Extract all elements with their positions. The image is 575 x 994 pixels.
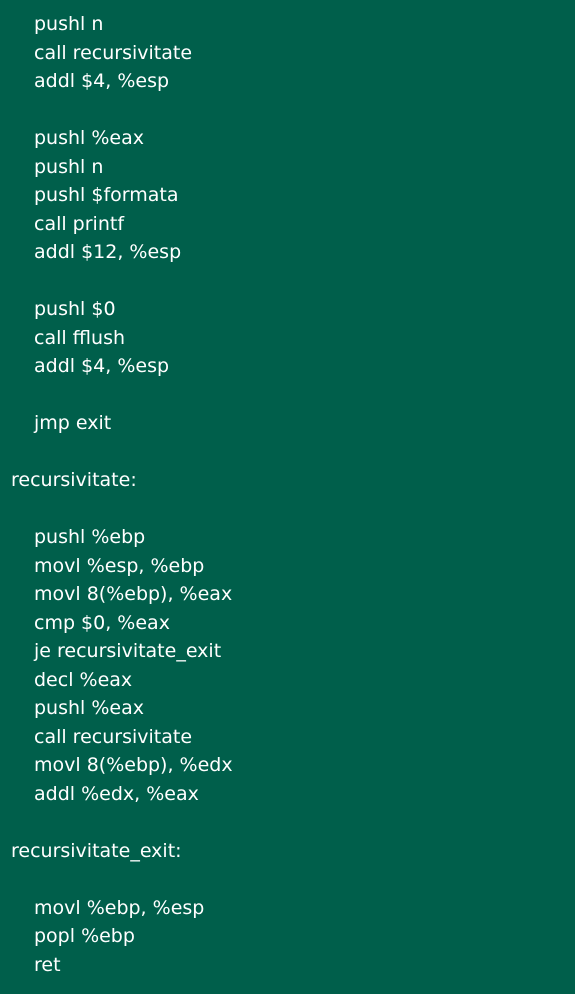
blank-line	[0, 381, 34, 410]
code-instruction-line: pushl %eax	[34, 127, 144, 149]
blank-line	[0, 495, 34, 524]
blank-line	[0, 808, 34, 837]
code-instruction-line: pushl $formata	[34, 184, 179, 206]
code-instruction-line: addl $4, %esp	[34, 355, 170, 377]
code-instruction-line: pushl $0	[34, 298, 116, 320]
code-instruction-line: movl 8(%ebp), %eax	[34, 583, 233, 605]
code-label-line: recursivitate:	[11, 469, 137, 491]
code-instruction-line: addl $4, %esp	[34, 70, 170, 92]
code-instruction-line: addl $12, %esp	[34, 241, 182, 263]
code-instruction-line: call recursivitate	[34, 41, 193, 64]
code-label-line: recursivitate_exit:	[11, 839, 182, 862]
blank-line	[0, 267, 34, 296]
code-instruction-line: ret	[34, 953, 61, 976]
code-instruction-line: je recursivitate_exit	[34, 640, 222, 662]
blank-line	[0, 438, 34, 467]
code-instruction-line: pushl n	[34, 155, 104, 178]
code-instruction-line: pushl %ebp	[34, 526, 146, 548]
code-instruction-line: call recursivitate	[34, 725, 193, 748]
code-instruction-line: pushl %eax	[34, 697, 144, 719]
code-instruction-line: addl %edx, %eax	[34, 782, 199, 805]
code-instruction-line: movl %esp, %ebp	[34, 554, 205, 577]
code-instruction-line: movl %ebp, %esp	[34, 896, 205, 919]
blank-line	[0, 865, 34, 894]
code-instruction-line: call printf	[34, 212, 125, 235]
blank-line	[0, 96, 34, 125]
code-instruction-line: movl 8(%ebp), %edx	[34, 754, 233, 776]
code-instruction-line: decl %eax	[34, 668, 133, 691]
code-instruction-line: cmp $0, %eax	[34, 611, 170, 634]
code-instruction-line: pushl n	[34, 13, 104, 35]
code-instruction-line: jmp exit	[34, 412, 112, 434]
code-instruction-line: popl %ebp	[34, 925, 135, 947]
code-instruction-line: call fflush	[34, 326, 126, 349]
